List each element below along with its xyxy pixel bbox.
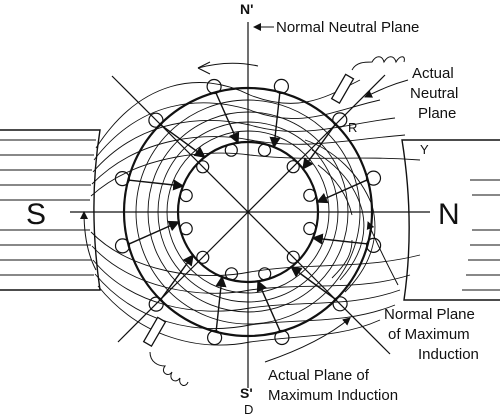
lead-top [197,56,405,75]
winding-conductor [215,275,227,332]
outer-winding-loop [366,237,382,253]
flux-lines-top [90,79,421,197]
south-pole-piece [0,129,101,291]
right-field-lines [462,179,500,291]
bottom-pole-label: S' [240,385,253,401]
north-pole-piece [401,139,500,301]
inner-winding-loop [286,160,300,174]
outer-winding-loop [114,171,131,187]
pole-y-label: Y [420,142,429,157]
winding-conductor [256,280,281,332]
inner-winding-loop [196,250,210,264]
inner-winding-loop [196,160,210,174]
outer-winding-loop [206,78,222,95]
outer-winding-loop [332,112,348,128]
inner-winding-loop [303,221,317,236]
inner-winding-loop [257,143,272,157]
outer-winding-loop [274,329,290,346]
flux-lines-right [304,139,376,293]
brush-bottom-left [142,316,167,348]
outer-winding-loop [332,296,348,312]
winding-conductor [311,233,368,245]
left-field-lines [0,139,96,276]
winding-conductors [128,92,368,332]
south-pole-label: S [26,198,46,231]
winding-conductor [302,123,337,170]
winding-conductor [128,220,180,245]
top-pole-label: N' [240,1,253,17]
inner-winding-loop [303,188,317,202]
inner-winding-loop [224,267,239,281]
inner-winding-loop [286,250,300,264]
winding-conductor [159,254,194,301]
inner-winding-loop [179,188,193,203]
actual-plane-max-label-1: Actual Plane of [268,367,370,384]
winding-conductor [316,179,368,204]
flux-lines-bottom [90,231,421,346]
bottom-letter-label: D [244,402,253,417]
actual-neutral-label-1: Actual [412,65,454,82]
outer-winding-loop [207,330,223,346]
normal-neutral-plane-label: Normal Neutral Plane [276,19,419,36]
lead-bottom [149,351,189,386]
outer-winding-loop [273,78,289,95]
north-pole-label: N [438,198,460,231]
planes [70,22,430,388]
annotation-arrows [80,23,409,363]
normal-plane-max-label-2: of Maximum [388,326,470,343]
inner-winding-loop [224,143,238,157]
winding-conductor [215,92,240,144]
winding-conductor [269,92,281,149]
actual-neutral-label-2: Neutral [410,85,458,102]
outer-winding-loop [148,112,164,128]
winding-conductor [128,179,185,191]
brush-top-right [330,73,355,105]
outer-winding-loop [148,296,164,312]
normal-plane-max-label-3: Induction [418,346,479,363]
winding-conductor [159,123,206,158]
actual-neutral-label-3: Plane [418,105,456,122]
actual-plane-max-label-2: Maximum Induction [268,387,398,404]
inner-winding-loop [258,267,272,281]
outer-winding-loop [114,238,131,254]
inner-winding-loop [179,222,193,236]
brush-r-label: R [348,120,357,135]
winding-loops [114,78,382,346]
outer-winding-loop [365,170,382,186]
normal-plane-max-label-1: Normal Plane [384,306,475,323]
winding-conductor [290,266,337,301]
